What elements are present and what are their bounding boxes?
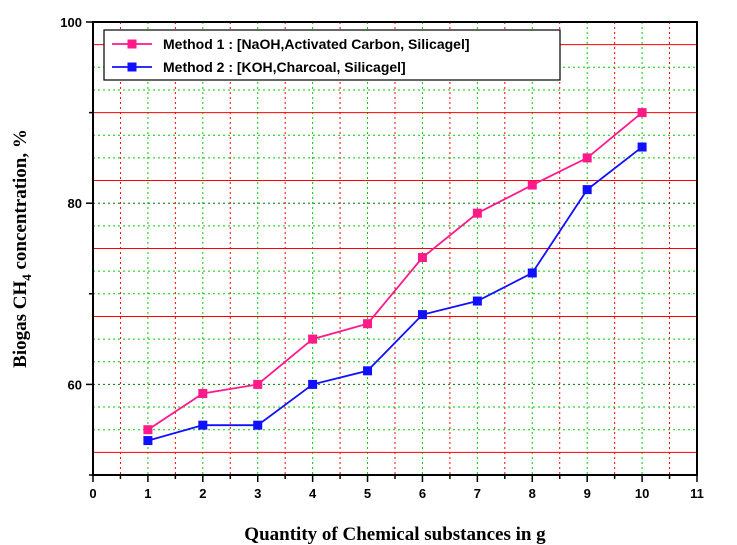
x-tick-label: 11 (690, 486, 704, 501)
data-point (527, 268, 537, 278)
data-point (198, 420, 208, 430)
data-point (582, 153, 592, 163)
x-tick-label: 5 (364, 486, 371, 501)
data-point (363, 366, 373, 376)
legend-marker (127, 62, 137, 72)
legend-label: Method 1 : [NaOH,Activated Carbon, Silic… (163, 36, 470, 52)
x-tick-label: 1 (144, 486, 151, 501)
y-tick-label: 60 (68, 377, 82, 392)
data-point (143, 436, 153, 446)
data-point (308, 379, 318, 389)
legend-item-2: Method 2 : [KOH,Charcoal, Silicagel] (112, 59, 406, 75)
x-tick-label: 10 (635, 486, 649, 501)
data-point (308, 334, 318, 344)
legend-box (103, 29, 561, 81)
legend-label: Method 2 : [KOH,Charcoal, Silicagel] (163, 59, 406, 75)
legend-marker (127, 39, 137, 49)
x-tick-label: 3 (254, 486, 261, 501)
y-axis-title: Biogas CH4 concentration, % (10, 129, 34, 368)
y-tick-label: 80 (68, 196, 82, 211)
legend: Method 1 : [NaOH,Activated Carbon, Silic… (103, 29, 561, 81)
data-point (582, 185, 592, 195)
data-point (363, 319, 373, 329)
x-tick-label: 8 (529, 486, 536, 501)
data-point (417, 310, 427, 320)
data-point (472, 208, 482, 218)
ticks-layer: 0 1 2 3 4 5 6 7 8 9 10 11 60 80 100 (60, 15, 704, 501)
grid (93, 22, 697, 475)
y-axis-title-prefix: Biogas CH (10, 281, 31, 368)
data-point (472, 296, 482, 306)
x-tick-label: 4 (309, 486, 317, 501)
data-point (253, 379, 263, 389)
y-axis-title-subscript: 4 (19, 274, 34, 281)
x-tick-label: 7 (474, 486, 481, 501)
data-point (637, 108, 647, 118)
x-tick-label: 6 (419, 486, 426, 501)
x-axis-title: Quantity of Chemical substances in g (244, 524, 546, 545)
data-point (198, 388, 208, 398)
legend-item-1: Method 1 : [NaOH,Activated Carbon, Silic… (112, 36, 470, 52)
data-point (637, 142, 647, 152)
series-line (147, 146, 643, 442)
series-2 (143, 142, 647, 446)
data-point (527, 180, 537, 190)
x-tick-label: 2 (199, 486, 206, 501)
x-tick-label: 0 (89, 486, 96, 501)
data-point (417, 253, 427, 263)
data-point (253, 420, 263, 430)
series-line (147, 111, 643, 431)
y-tick-label: 100 (60, 15, 82, 30)
y-axis-title-suffix: concentration, % (10, 129, 31, 274)
series-layer (143, 108, 647, 446)
data-point (143, 425, 153, 435)
x-tick-label: 9 (584, 486, 591, 501)
series-1 (143, 108, 647, 435)
